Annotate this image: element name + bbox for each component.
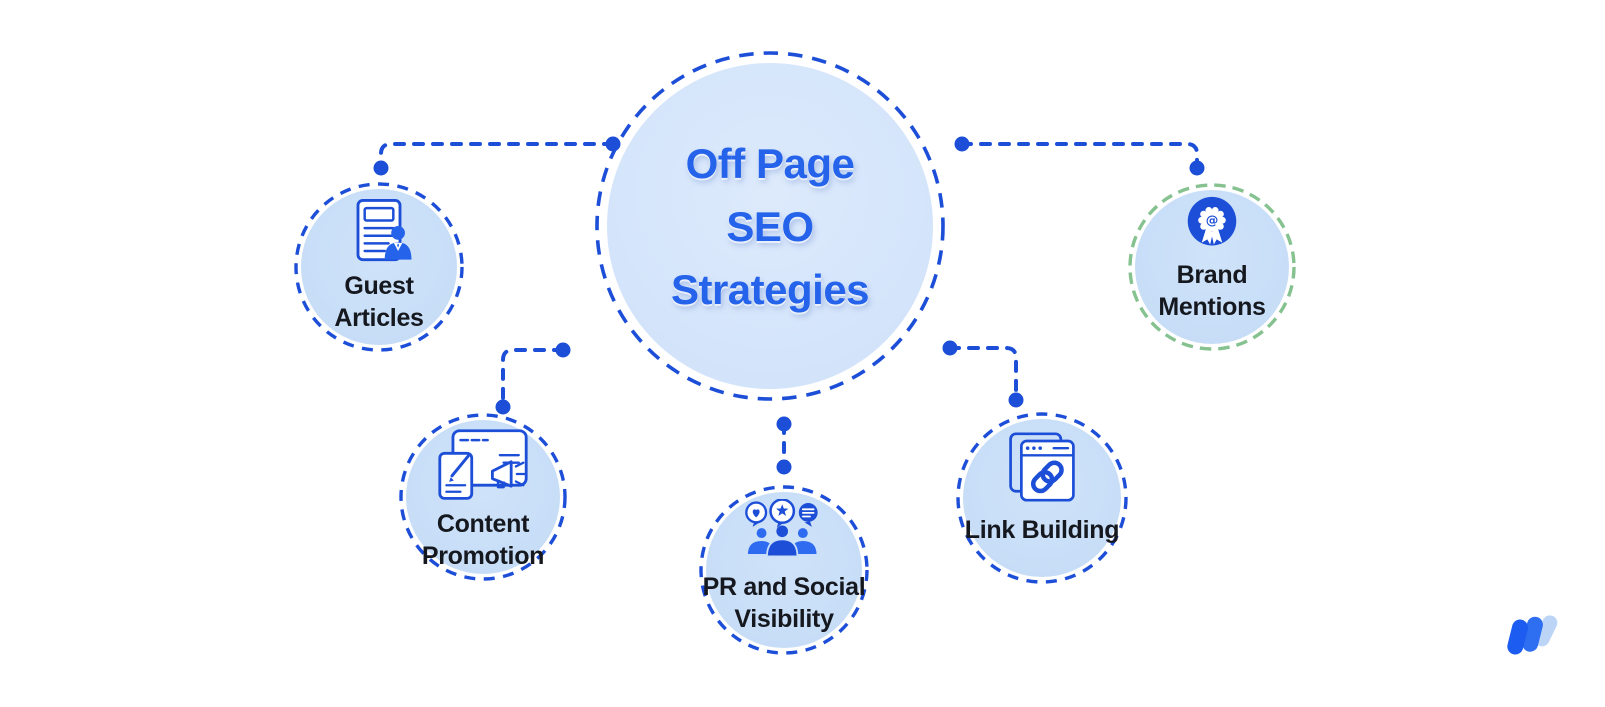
central-node-fill [607, 63, 933, 389]
node-label: Link Building [964, 516, 1120, 544]
brand-mentions-badge-icon: @ [1187, 196, 1237, 246]
node-link-building: Link Building [956, 412, 1128, 584]
dashed-ring [956, 412, 1128, 584]
dashed-ring [399, 413, 567, 581]
connector-link-building [948, 346, 1018, 400]
link-building-icon [1009, 432, 1075, 502]
connector-content-promotion [501, 348, 565, 407]
connector-dot [954, 136, 970, 152]
node-brand-mentions: @ Brand Mentions [1128, 183, 1296, 351]
dashed-ring [699, 485, 869, 655]
node-label: Guest Articles [334, 272, 424, 332]
dashed-ring [595, 51, 945, 401]
connector-dot [555, 342, 571, 358]
connector-dot [776, 459, 792, 475]
node-label: Content Promotion [421, 510, 545, 570]
node-label: Brand Mentions [1158, 261, 1266, 321]
diagram-title: Off Page SEO Strategies [670, 139, 870, 313]
pr-social-icon [745, 499, 818, 558]
connector-guest-articles [379, 142, 615, 168]
guest-articles-icon [356, 199, 412, 262]
node-label: PR and Social Visibility [702, 573, 866, 633]
writesonic-logo [1507, 615, 1558, 655]
connector-dot [373, 160, 389, 176]
dashed-ring [294, 182, 464, 352]
connector-dot [776, 416, 792, 432]
central-node-off-page-seo: Off Page SEO Strategies [594, 50, 946, 402]
node-pr-social-visibility: PR and Social Visibility [699, 485, 869, 655]
node-guest-articles: Guest Articles [294, 182, 464, 352]
svg-text:@: @ [1206, 213, 1219, 228]
content-promotion-icon [438, 429, 528, 500]
dashed-ring-green [1128, 183, 1296, 351]
connector-brand-mentions [960, 142, 1199, 168]
connector-dot [1008, 392, 1024, 408]
connector-dot [1189, 160, 1205, 176]
node-content-promotion: Content Promotion [399, 413, 567, 581]
